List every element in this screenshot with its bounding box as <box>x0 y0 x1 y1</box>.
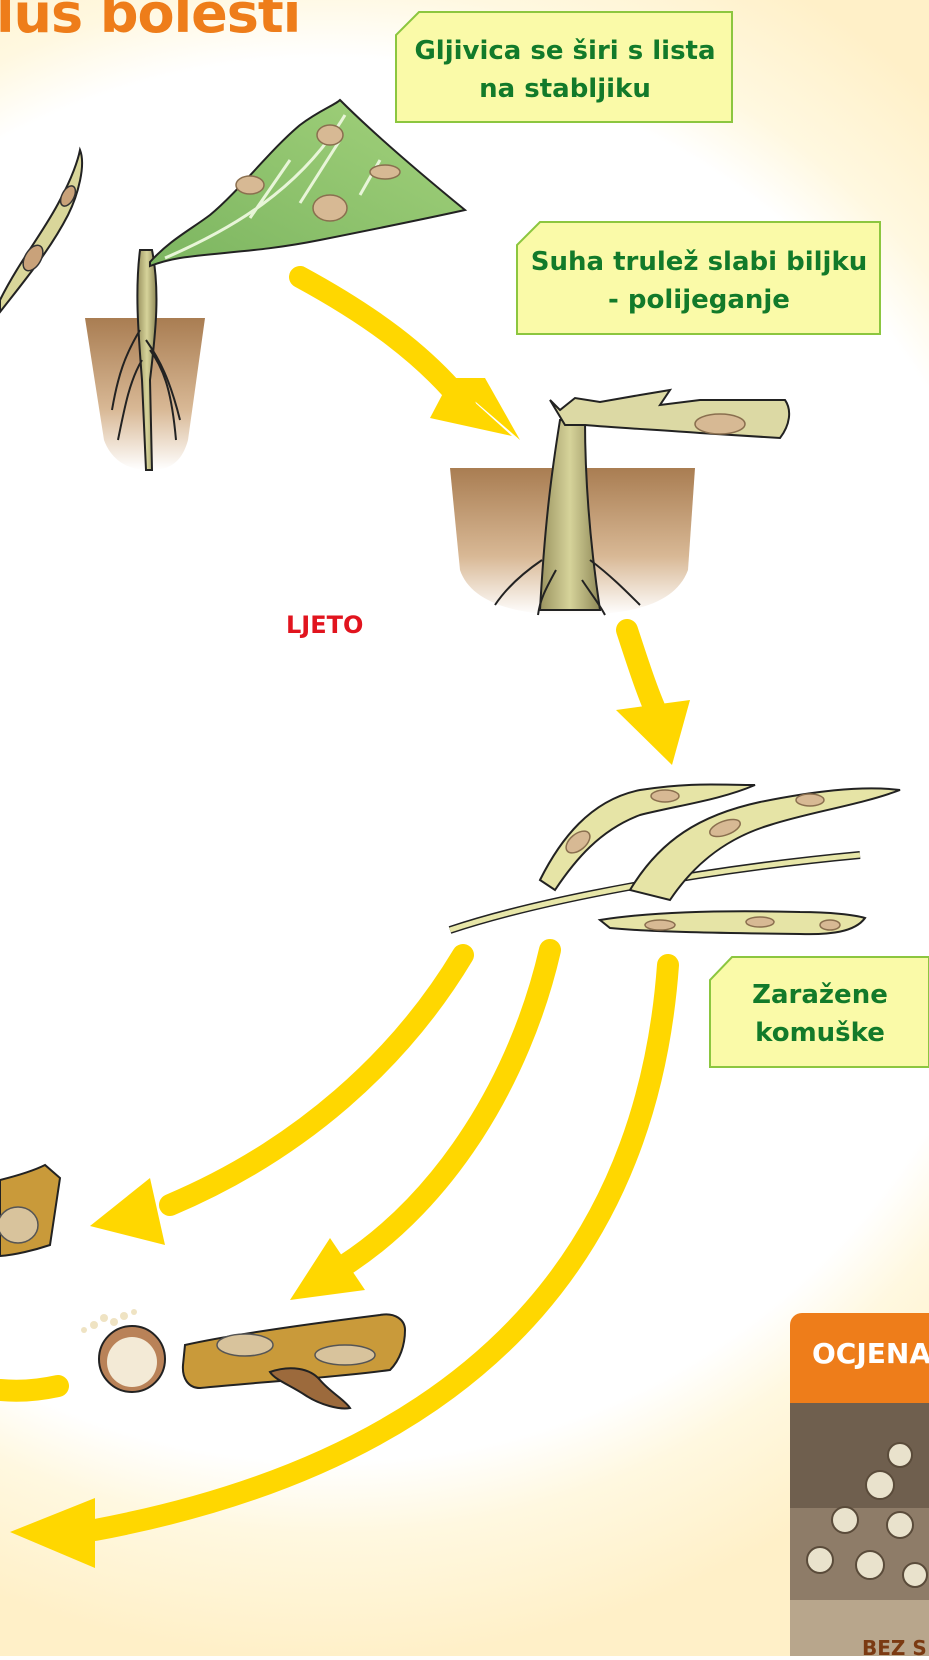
callout-dry-rot: Suha trulež slabi biljku - polijeganje <box>520 232 878 330</box>
residue-photo <box>790 1398 929 1656</box>
callout-leaf-to-stem-text: Gljivica se širi s lista na stabljiku <box>408 32 722 108</box>
assessment-panel-header-text: OCJENA <box>812 1337 929 1370</box>
callout-infected-pods-text: Zaražene komuške <box>723 976 917 1052</box>
assessment-panel-header: OCJENA <box>790 1313 929 1403</box>
season-label: LJETO <box>286 611 363 639</box>
crop-residue-illustration <box>0 1165 60 1256</box>
assessment-panel-caption: BEZ S <box>862 1636 927 1660</box>
page-title: lus bolesti <box>0 0 300 45</box>
callout-dry-rot-text: Suha trulež slabi biljku - polijeganje <box>528 243 870 319</box>
callout-infected-pods: Zaražene komuške <box>715 966 925 1062</box>
callout-leaf-to-stem: Gljivica se širi s lista na stabljiku <box>400 22 730 118</box>
arrow-residue-left <box>0 1386 58 1391</box>
